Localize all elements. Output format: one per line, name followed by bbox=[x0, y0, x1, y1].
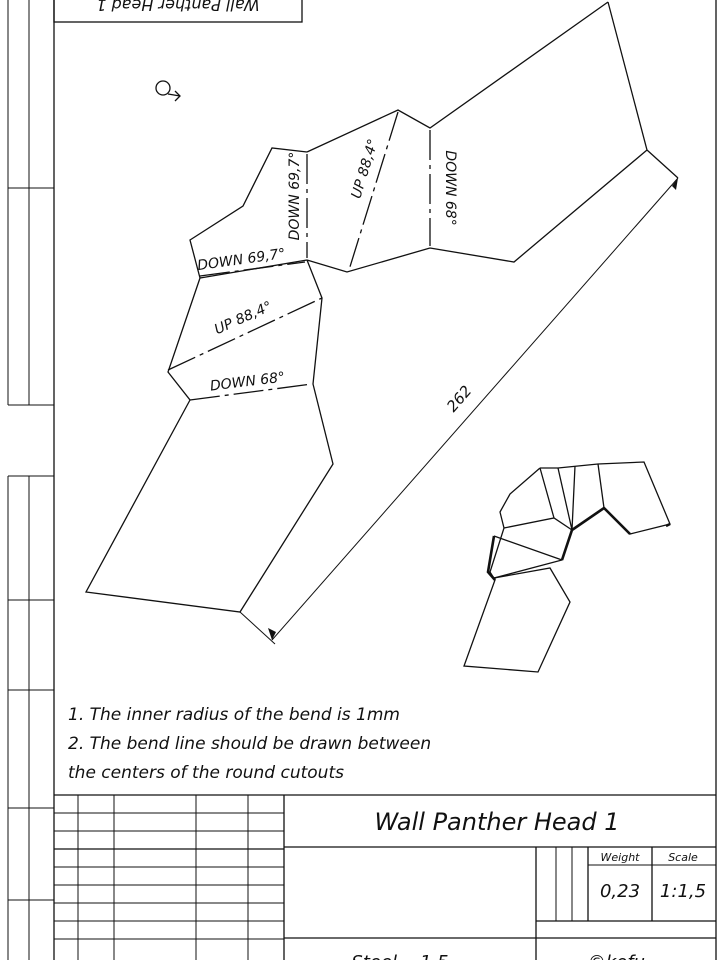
bend-line-up-88-mid bbox=[167, 297, 323, 371]
material-text: Steel... 1,5 bbox=[351, 952, 448, 960]
note-2: 2. The bend line should be drawn between bbox=[68, 734, 431, 754]
title-block-title: Wall Panther Head 1 bbox=[374, 808, 619, 836]
flat-pattern: 262 DOWN 68° UP 88,4° DOWN 69,7° DOWN 69… bbox=[84, 1, 679, 645]
note-3: the centers of the round cutouts bbox=[68, 763, 344, 783]
weight-value: 0,23 bbox=[600, 881, 640, 902]
bend-label-down-69-horiz: DOWN 69,7° bbox=[196, 246, 286, 274]
title-block: Wall Panther Head 1 Weight Scale 0,23 1:… bbox=[54, 794, 716, 960]
bend-label-up-88-mid: UP 88,4° bbox=[212, 299, 275, 339]
folded-preview bbox=[463, 461, 671, 673]
bend-label-down-68-low: DOWN 68° bbox=[209, 369, 286, 394]
scale-label: Scale bbox=[668, 851, 698, 864]
bend-line-down-69-horiz bbox=[199, 261, 306, 277]
left-margin-strip bbox=[7, 0, 54, 960]
note-1: 1. The inner radius of the bend is 1mm bbox=[68, 705, 400, 725]
bend-label-up-88-top: UP 88,4° bbox=[349, 137, 382, 200]
projection-symbol-icon bbox=[155, 80, 181, 102]
bend-line-up-88-top bbox=[348, 111, 399, 271]
bend-line-down-68-low bbox=[189, 383, 313, 401]
flat-pattern-outline bbox=[84, 1, 679, 613]
top-stamp-text: Wall Panther Head 1 bbox=[96, 0, 259, 15]
notes: 1. The inner radius of the bend is 1mm 2… bbox=[68, 705, 431, 783]
top-stamp: Wall Panther Head 1 bbox=[53, 0, 303, 23]
bend-label-down-69-vert: DOWN 69,7° bbox=[287, 152, 303, 241]
dimension-262: 262 bbox=[239, 177, 679, 645]
weight-label: Weight bbox=[601, 851, 641, 864]
scale-value: 1:1,5 bbox=[660, 881, 706, 902]
author-text: ©kofu... bbox=[588, 952, 662, 960]
dimension-label: 262 bbox=[443, 382, 475, 415]
bend-label-down-68-top: DOWN 68° bbox=[442, 150, 458, 225]
